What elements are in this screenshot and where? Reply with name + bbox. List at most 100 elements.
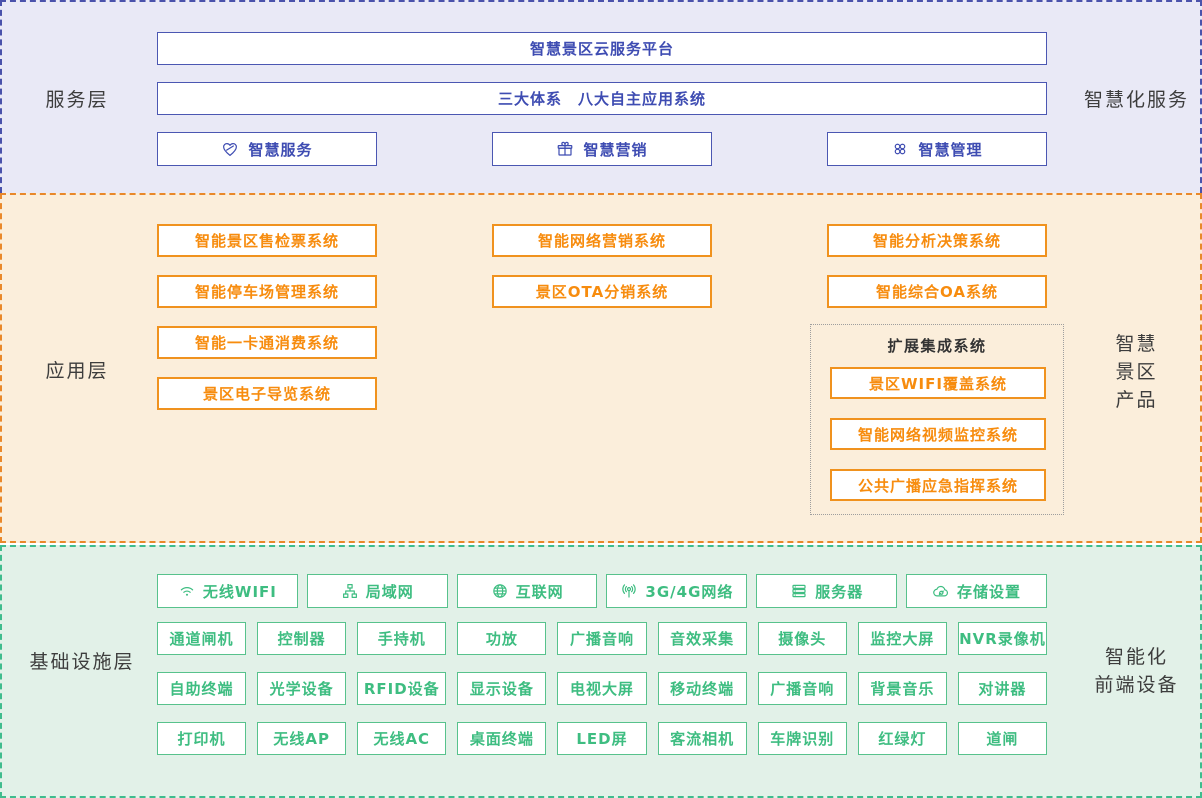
device-box: 功放 [457, 622, 547, 655]
cloud-platform-box: 智慧景区云服务平台 [157, 32, 1047, 65]
network-box: 互联网 [456, 574, 598, 608]
device-box: 自助终端 [157, 672, 247, 705]
device-box-label: 对讲器 [978, 680, 1027, 698]
expansion-system-label: 景区WIFI覆盖系统 [869, 374, 1007, 393]
device-row-2: 自助终端 光学设备 RFID设备 显示设备 电视大屏 [157, 672, 1047, 705]
app-system-label: 智能网络营销系统 [537, 232, 666, 250]
device-box-label: 通道闸机 [169, 630, 234, 648]
device-box-label: 背景音乐 [870, 680, 935, 698]
device-box-label: 摄像头 [778, 630, 827, 648]
device-box: 光学设备 [257, 672, 347, 705]
app-system-label: 智能一卡通消费系统 [194, 334, 339, 352]
gift-icon [556, 140, 574, 158]
service-item-label: 智慧管理 [918, 140, 983, 159]
network-box-label: 无线WIFI [202, 582, 277, 601]
device-box: 广播音响 [557, 622, 647, 655]
app-system-label: 景区OTA分销系统 [535, 283, 669, 301]
wifi-icon [178, 582, 196, 600]
device-box-label: 广播音响 [770, 680, 835, 698]
device-box-label: 车牌识别 [770, 730, 835, 748]
device-box-label: 显示设备 [469, 680, 534, 698]
device-box: 桌面终端 [457, 722, 547, 755]
device-box: NVR录像机 [957, 622, 1047, 655]
expansion-system-label: 智能网络视频监控系统 [857, 425, 1018, 444]
application-column-3: 智能分析决策系统 智能综合OA系统 [827, 224, 1047, 308]
device-box: 移动终端 [657, 672, 747, 705]
device-box: RFID设备 [357, 672, 447, 705]
expansion-panel-title: 扩展集成系统 [887, 337, 987, 355]
infrastructure-layer: 基础设施层 智能化 前端设备 无线WIFI 局域网 互联网 [0, 545, 1202, 798]
device-box: 红绿灯 [857, 722, 947, 755]
device-box-label: LED屏 [576, 730, 628, 748]
app-system-box: 智能分析决策系统 [827, 224, 1047, 257]
device-box: 车牌识别 [757, 722, 847, 755]
device-box: 道闸 [957, 722, 1047, 755]
device-box: 对讲器 [957, 672, 1047, 705]
device-box-label: 打印机 [177, 730, 226, 748]
device-box-label: 控制器 [277, 630, 326, 648]
device-box: 音效采集 [657, 622, 747, 655]
app-system-box: 智能停车场管理系统 [157, 275, 377, 308]
device-box-label: RFID设备 [363, 680, 440, 698]
device-box-label: 道闸 [986, 730, 1019, 748]
service-layer-label: 服务层 [45, 89, 109, 111]
network-box: 局域网 [306, 574, 448, 608]
device-box: 通道闸机 [157, 622, 247, 655]
network-box: 存储设置 [906, 574, 1047, 608]
network-box-label: 互联网 [515, 582, 564, 601]
network-box-label: 3G/4G网络 [645, 582, 734, 601]
systems-summary-label: 三大体系 八大自主应用系统 [497, 90, 706, 108]
device-row-1: 通道闸机 控制器 手持机 功放 广播音响 音效采集 [157, 622, 1047, 655]
application-layer-label: 应用层 [45, 360, 109, 382]
device-row-3: 打印机 无线AP 无线AC 桌面终端 LED屏 客 [157, 722, 1047, 755]
infrastructure-layer-right-label: 智能化 前端设备 [1094, 646, 1179, 696]
device-box: 打印机 [157, 722, 247, 755]
expansion-system-box: 智能网络视频监控系统 [830, 418, 1046, 450]
lan-icon [341, 582, 359, 600]
device-box: 监控大屏 [857, 622, 947, 655]
device-box-label: 广播音响 [569, 630, 634, 648]
device-box-label: 无线AC [373, 730, 431, 748]
app-system-label: 智能停车场管理系统 [194, 283, 339, 301]
device-box-label: NVR录像机 [959, 630, 1046, 648]
device-box-label: 音效采集 [670, 630, 735, 648]
expansion-system-box: 景区WIFI覆盖系统 [830, 367, 1046, 399]
app-system-label: 智能分析决策系统 [872, 232, 1001, 250]
device-box: 无线AP [257, 722, 347, 755]
app-system-box: 智能景区售检票系统 [157, 224, 377, 257]
app-system-box: 智能综合OA系统 [827, 275, 1047, 308]
device-box: 摄像头 [757, 622, 847, 655]
signal-icon [620, 582, 638, 600]
device-box: 手持机 [357, 622, 447, 655]
device-box-label: 手持机 [377, 630, 426, 648]
network-row: 无线WIFI 局域网 互联网 3G/4G网络 [157, 574, 1047, 608]
globe-icon [491, 582, 509, 600]
device-box-label: 桌面终端 [469, 730, 534, 748]
device-box-label: 自助终端 [169, 680, 234, 698]
device-box-label: 功放 [485, 630, 518, 648]
app-system-box: 景区OTA分销系统 [492, 275, 712, 308]
service-items-row: 智慧服务 智慧营销 智慧管理 [157, 132, 1047, 166]
service-item-box: 智慧管理 [827, 132, 1047, 166]
cloud-storage-icon [932, 582, 950, 600]
app-system-label: 景区电子导览系统 [202, 385, 331, 403]
application-layer-right-label: 智慧 景区 产品 [1115, 333, 1158, 411]
service-item-label: 智慧服务 [248, 140, 313, 159]
expansion-system-label: 公共广播应急指挥系统 [857, 476, 1018, 495]
device-box: 广播音响 [757, 672, 847, 705]
service-layer-right-label: 智慧化服务 [1084, 89, 1190, 111]
expansion-system-box: 公共广播应急指挥系统 [830, 469, 1046, 501]
infrastructure-layer-label: 基础设施层 [29, 651, 135, 673]
app-system-label: 智能综合OA系统 [876, 283, 998, 301]
expansion-systems-panel: 扩展集成系统 景区WIFI覆盖系统 智能网络视频监控系统 公共广播应急指挥系统 [810, 324, 1064, 515]
application-layer: 应用层 智慧 景区 产品 智能景区售检票系统 智能停车场管理系统 智能一卡通消费… [0, 193, 1202, 543]
device-box: LED屏 [557, 722, 647, 755]
application-column-2: 智能网络营销系统 景区OTA分销系统 [492, 224, 712, 308]
network-box-label: 存储设置 [957, 582, 1022, 601]
grid-icon [891, 140, 909, 158]
server-icon [790, 582, 808, 600]
device-box: 背景音乐 [857, 672, 947, 705]
app-system-box: 景区电子导览系统 [157, 377, 377, 410]
expansion-items: 景区WIFI覆盖系统 智能网络视频监控系统 公共广播应急指挥系统 [830, 367, 1046, 501]
service-layer: 服务层 智慧化服务 智慧景区云服务平台 三大体系 八大自主应用系统 智慧服务 智… [0, 0, 1202, 193]
